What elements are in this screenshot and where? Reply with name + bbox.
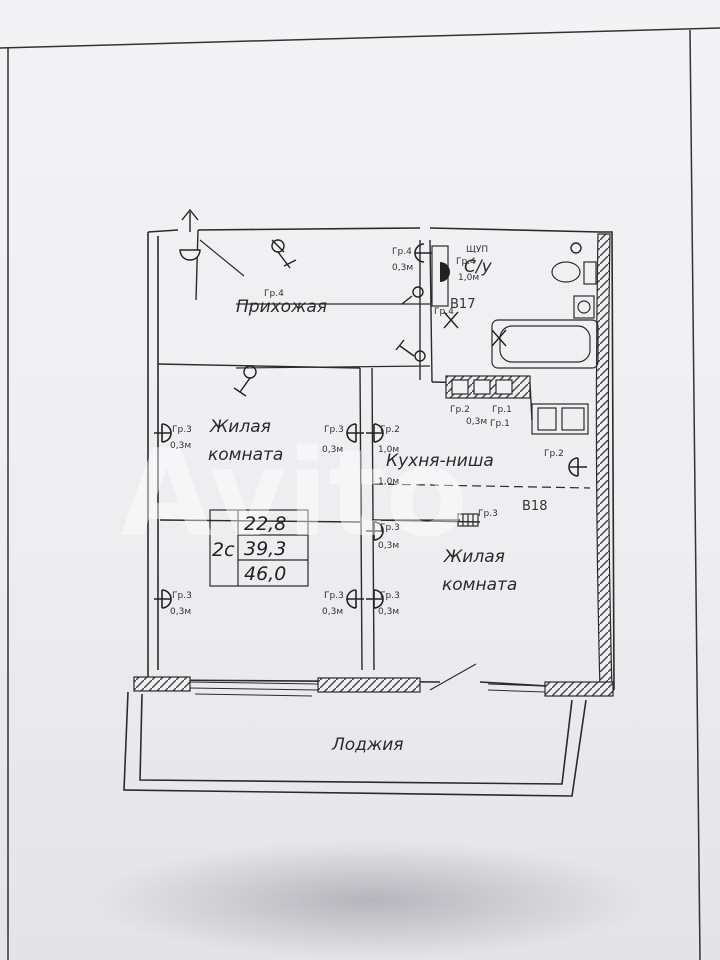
area-living: 22,8	[244, 513, 286, 535]
label-gr3: Гр.3	[380, 523, 400, 533]
socket-icon	[154, 423, 172, 443]
facade-wall	[595, 233, 613, 691]
panel-box	[431, 245, 450, 307]
socket-icon	[154, 589, 172, 609]
label-gr1: Гр.1	[490, 419, 510, 429]
room-label-bathroom: С/у	[464, 257, 493, 277]
loggia-outline	[123, 691, 587, 797]
washbasin	[573, 295, 595, 319]
label-gr2: Гр.2	[450, 405, 470, 415]
label-gr3: Гр.3	[478, 509, 498, 519]
windows	[189, 681, 546, 697]
ceiling-lamp-icon	[401, 286, 424, 305]
ceiling-lamp-icon	[233, 365, 257, 397]
ceiling-lamp-icon	[395, 339, 426, 362]
label-gr4: Гр.4	[434, 307, 454, 317]
label-h10: 1,0м	[378, 477, 399, 487]
area-total-living: 39,3	[244, 538, 286, 560]
label-h03: 0,3м	[378, 607, 399, 617]
room-label-loggia: Лоджия	[331, 735, 404, 755]
label-h03: 0,3м	[378, 541, 399, 551]
label-gr1: Гр.1	[492, 405, 512, 415]
wall-lamp-icon	[179, 208, 201, 261]
loggia-door-swing	[429, 663, 477, 691]
label-h03: 0,3м	[322, 445, 343, 455]
socket-icon	[366, 521, 384, 541]
socket-icon	[568, 457, 587, 477]
watermark: Avito	[120, 425, 468, 564]
label-h03: 0,3м	[466, 417, 487, 427]
label-gr3: Гр.3	[324, 591, 344, 601]
socket-icon	[414, 243, 432, 263]
label-gr3: Гр.3	[324, 425, 344, 435]
switch-icon	[443, 311, 459, 329]
label-h03: 0,3м	[322, 607, 343, 617]
label-gr3: Гр.3	[172, 425, 192, 435]
area-type: 2с	[212, 539, 235, 561]
wall-segment-middle	[317, 677, 421, 693]
wall-segment-left	[133, 676, 191, 692]
label-gr2: Гр.2	[380, 425, 400, 435]
label-h10: 1,0м	[458, 273, 479, 283]
ceiling-lamp-icon	[271, 239, 297, 269]
room-label-kitchen: Кухня-ниша	[386, 451, 494, 471]
kitchen-sink	[531, 403, 589, 435]
label-h10: 1,0м	[378, 445, 399, 455]
label-h03: 0,3м	[170, 441, 191, 451]
label-shup: ЩУП	[466, 245, 488, 255]
area-total: 46,0	[244, 563, 286, 585]
room-label-living1-line1: Жилая	[209, 417, 271, 437]
tag-b17: В17	[450, 297, 475, 312]
wall-segment-right	[544, 681, 614, 697]
ventilation-shaft	[445, 375, 531, 399]
tag-b18: В18	[522, 499, 547, 514]
radiator	[457, 513, 479, 527]
page-border	[0, 27, 720, 960]
label-gr4: Гр.4	[264, 289, 284, 299]
room-label-hallway: Прихожая	[236, 297, 327, 317]
switch-icon	[491, 329, 507, 347]
wiring-lines	[235, 303, 591, 521]
label-h03: 0,3м	[392, 263, 413, 273]
room-label-living2-line1: Жилая	[443, 547, 505, 567]
toilet	[551, 261, 597, 285]
ceiling-lamp-icon	[570, 242, 582, 254]
area-table	[209, 509, 309, 587]
label-gr4: Гр.4	[392, 247, 412, 257]
socket-icon	[366, 589, 384, 609]
room-label-living1-line2: комната	[208, 445, 283, 465]
label-gr3: Гр.3	[172, 591, 192, 601]
socket-icon	[346, 423, 364, 443]
room-label-living2-line2: комната	[442, 575, 517, 595]
entry-door-swing	[199, 239, 245, 277]
label-h03: 0,3м	[170, 607, 191, 617]
bathtub	[491, 319, 599, 369]
photo-shadow	[90, 840, 650, 960]
socket-icon	[366, 423, 384, 443]
socket-icon	[346, 589, 364, 609]
label-gr4: Гр.4	[456, 257, 476, 267]
label-gr2: Гр.2	[544, 449, 564, 459]
lamp-icons	[179, 208, 582, 397]
socket-icons	[154, 243, 587, 609]
label-gr3: Гр.3	[380, 591, 400, 601]
